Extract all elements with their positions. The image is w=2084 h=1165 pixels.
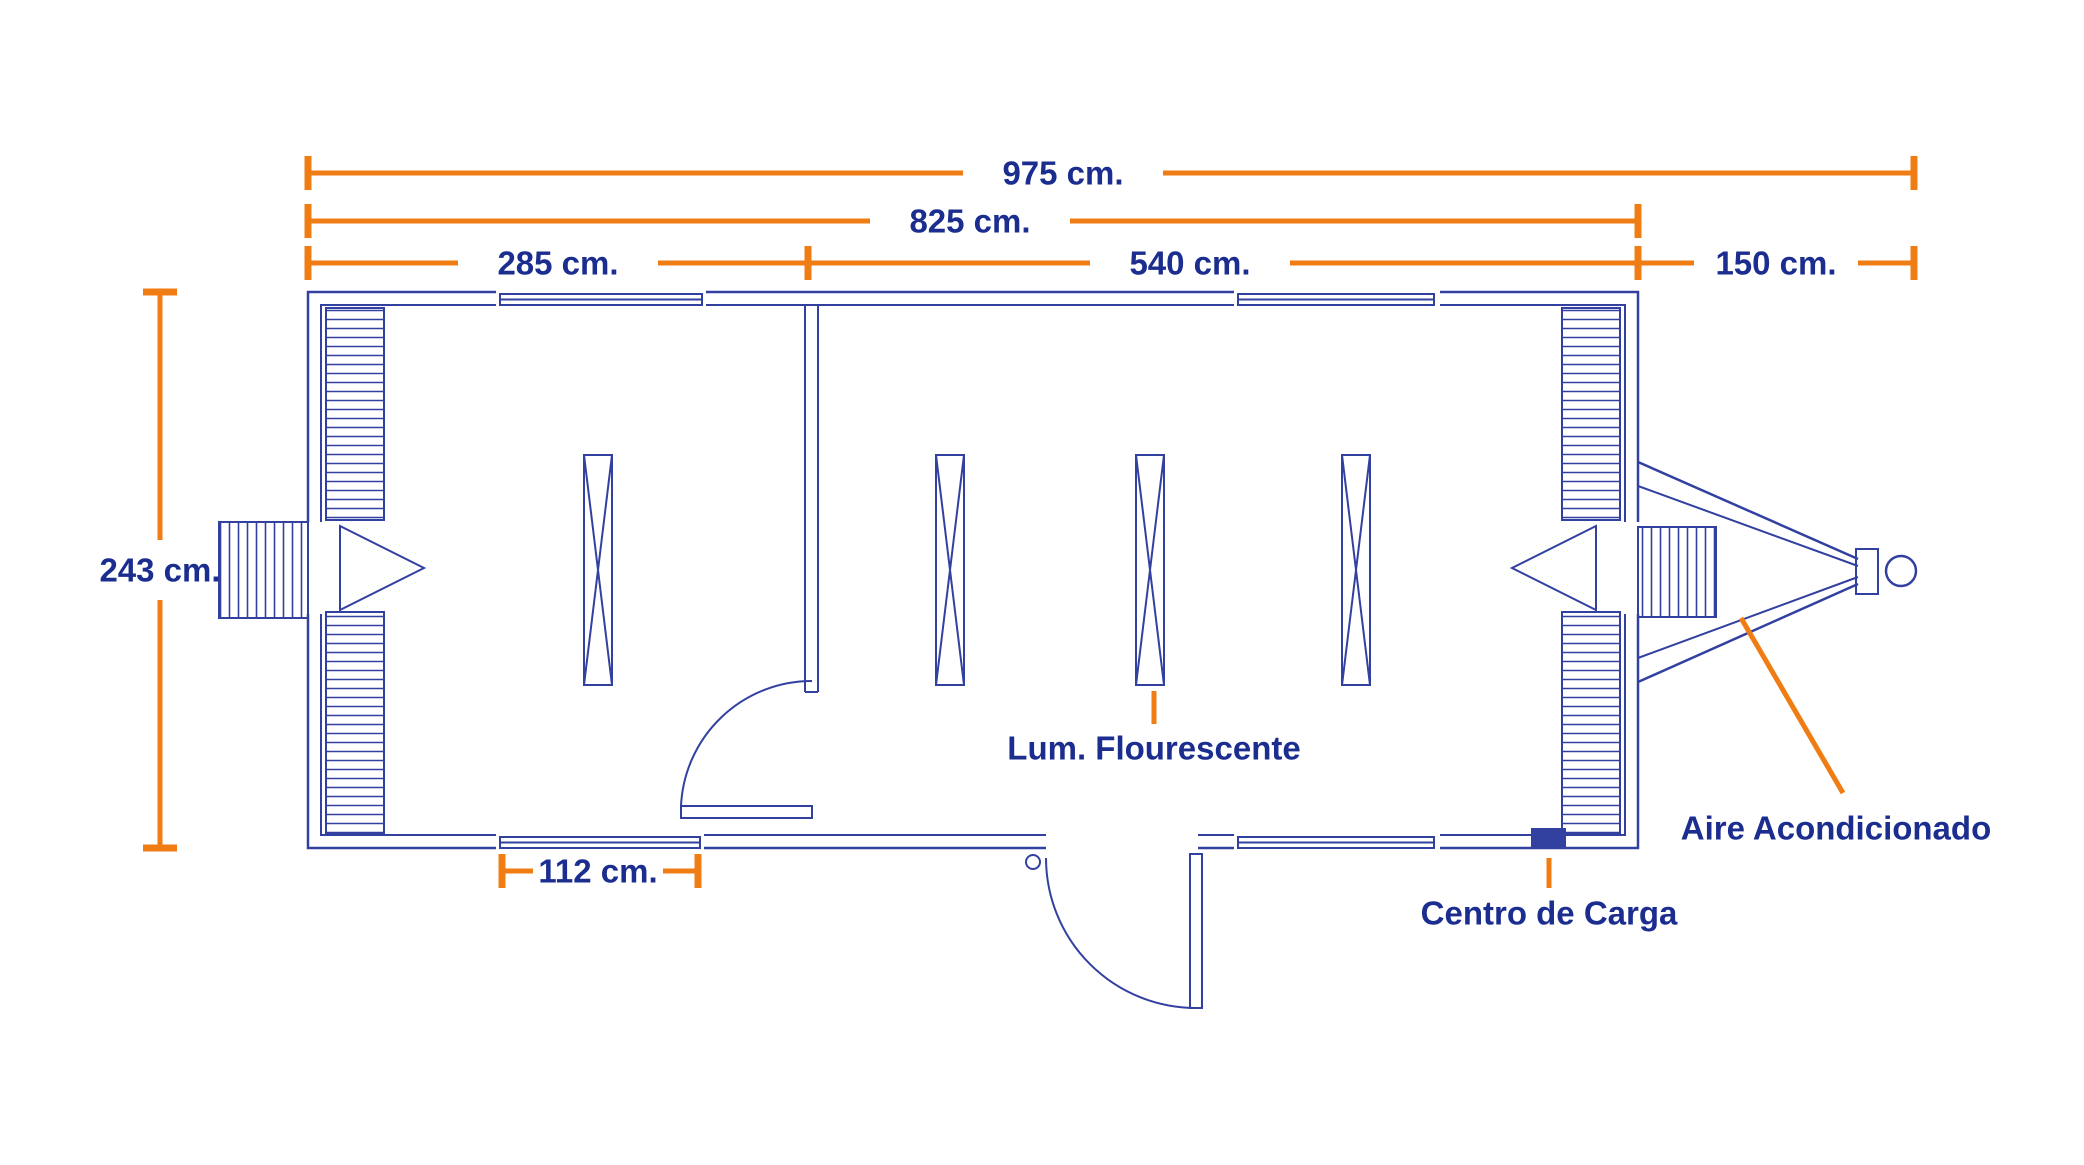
dim-main-label: 540 cm. xyxy=(1129,245,1250,282)
door-stop xyxy=(1025,854,1041,870)
hitch-coupler xyxy=(1884,554,1918,588)
load-center-box xyxy=(1531,828,1566,849)
hitch-bracket xyxy=(1855,548,1879,595)
left-door-arrow xyxy=(339,524,427,612)
dim-body-label: 825 cm. xyxy=(909,203,1030,240)
fluorescent-fixture xyxy=(583,454,613,686)
right-hatch-strip-lower xyxy=(1561,611,1621,834)
entry-arrows xyxy=(339,524,1597,612)
exterior-door-leaf xyxy=(1189,853,1203,1009)
partition-wall xyxy=(804,305,819,693)
dimension-hitch-length: 150 cm. xyxy=(1638,245,1918,282)
air-conditioner-leader xyxy=(1738,616,1846,795)
right-door-gap xyxy=(1622,522,1641,614)
dimension-body-length: 825 cm. xyxy=(304,203,1642,240)
dim-total-label: 975 cm. xyxy=(1002,155,1123,192)
right-hatch-strip-upper xyxy=(1561,307,1621,521)
right-door-arrow xyxy=(1509,524,1597,612)
dimension-main-section: 540 cm. xyxy=(808,245,1642,282)
window xyxy=(499,836,701,849)
exterior-door-swing-arc xyxy=(1045,857,1197,1009)
dimension-width: 243 cm. xyxy=(99,288,221,852)
right-entry-platform xyxy=(1637,526,1717,618)
dim-window-label: 112 cm. xyxy=(538,853,657,890)
bottom-door-gap xyxy=(1046,832,1198,851)
air-conditioner-label: Aire Acondicionado xyxy=(1681,810,1991,847)
window xyxy=(1237,293,1435,306)
outer-wall xyxy=(306,290,1640,850)
left-entry-steps xyxy=(218,521,309,619)
interior-door xyxy=(680,679,813,819)
fluorescent-fixture xyxy=(935,454,965,686)
fluorescent-fixtures xyxy=(583,454,1371,686)
interior-hatch-strips xyxy=(325,307,1621,834)
fluorescent-fixture xyxy=(1341,454,1371,686)
window xyxy=(499,293,703,306)
dimension-total-length: 975 cm. xyxy=(304,155,1918,192)
windows xyxy=(499,293,1435,849)
exterior-steps xyxy=(218,521,1717,619)
dim-width-label: 243 cm. xyxy=(99,552,220,589)
dimension-front-section: 285 cm. xyxy=(304,245,812,282)
annotation-load-center: Centro de Carga xyxy=(1421,858,1678,932)
annotation-air-conditioner: Aire Acondicionado xyxy=(1681,616,1991,847)
dim-hitch-label: 150 cm. xyxy=(1715,245,1836,282)
exterior-door xyxy=(1025,853,1203,1009)
fluorescent-label: Lum. Flourescente xyxy=(1007,730,1300,767)
interior-door-leaf xyxy=(680,805,813,819)
left-door-gap xyxy=(305,522,325,614)
dim-front-label: 285 cm. xyxy=(497,245,618,282)
interior-door-swing-arc xyxy=(680,679,813,807)
wall-openings xyxy=(305,289,1641,851)
trailer-body xyxy=(306,290,1640,850)
window xyxy=(1237,836,1435,849)
dimension-window-width: 112 cm. xyxy=(498,853,702,890)
annotation-fluorescent: Lum. Flourescente xyxy=(1007,691,1301,767)
fluorescent-fixture xyxy=(1135,454,1165,686)
inner-wall xyxy=(320,304,1626,836)
load-center-label: Centro de Carga xyxy=(1421,895,1678,932)
left-hatch-strip-upper xyxy=(325,307,385,521)
left-hatch-strip-lower xyxy=(325,611,385,834)
